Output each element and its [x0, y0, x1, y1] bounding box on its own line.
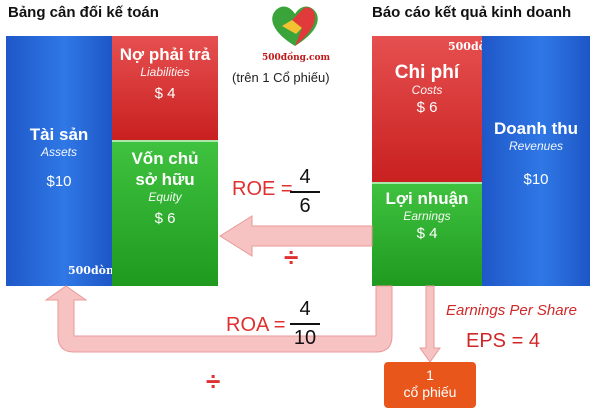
costs-value: $ 6 [416, 99, 438, 116]
costs-block: 500dòng.com Chi phí Costs $ 6 [372, 36, 531, 182]
income-statement-heading: Báo cáo kết quả kinh doanh [372, 4, 572, 21]
roe-denominator: 6 [299, 195, 311, 217]
liabilities-subtitle: Liabilities [140, 65, 190, 79]
roa-fraction-bar [290, 323, 320, 325]
roa-fraction: 4 10 [290, 298, 320, 350]
revenues-title: Doanh thu [493, 119, 579, 138]
logo: 500đồng.com [262, 2, 331, 63]
revenues-subtitle: Revenues [508, 139, 564, 153]
one-share-box: 1 cổ phiếu [384, 362, 476, 408]
earnings-block: Lợi nhuận Earnings $ 4 [372, 182, 482, 286]
roa-label: ROA = [226, 314, 286, 336]
roe-fraction-bar [290, 191, 320, 193]
earnings-value: $ 4 [416, 225, 438, 242]
roe-numerator: 4 [299, 166, 311, 188]
equity-block: Vốn chủ sở hữu Equity $ 6 [112, 140, 218, 286]
eps-value: EPS = 4 [466, 330, 540, 352]
costs-title: Chi phí [394, 62, 460, 83]
roe-fraction: 4 6 [290, 166, 320, 218]
earnings-to-share-arrow [419, 285, 441, 363]
assets-subtitle: Assets [40, 145, 77, 159]
one-share-number: 1 [426, 367, 434, 383]
handshake-heart-icon [272, 6, 318, 47]
liabilities-value: $ 4 [154, 85, 176, 102]
roe-divide-icon: ÷ [284, 242, 299, 272]
liabilities-title: Nợ phải trả [119, 45, 211, 64]
one-share-label: cổ phiếu [403, 384, 457, 400]
liabilities-block: Nợ phải trả Liabilities $ 4 [112, 36, 218, 140]
roe-label: ROE = [232, 178, 293, 200]
roa-divide-icon: ÷ [206, 366, 221, 396]
earnings-title: Lợi nhuận [385, 189, 469, 208]
roa-denominator: 10 [293, 327, 317, 349]
roa-numerator: 4 [299, 298, 311, 320]
assets-block: Tài sản Assets $10 500dòng.com [6, 36, 151, 286]
earnings-subtitle: Earnings [403, 209, 451, 223]
equity-subtitle: Equity [148, 190, 182, 204]
equity-title-line1: Vốn chủ [131, 149, 199, 168]
equity-value: $ 6 [154, 210, 176, 227]
equity-title-line2: sở hữu [135, 170, 195, 189]
revenues-value: $10 [523, 171, 549, 188]
balance-sheet-heading: Bảng cân đối kế toán [8, 4, 159, 21]
earnings-to-assets-arrow [44, 285, 393, 353]
costs-subtitle: Costs [411, 83, 443, 97]
eps-heading: Earnings Per Share [446, 302, 577, 319]
logo-text: 500đồng.com [262, 53, 331, 63]
assets-title: Tài sản [29, 125, 89, 144]
assets-value: $10 [46, 173, 72, 190]
revenues-block: Doanh thu Revenues $10 [482, 36, 590, 286]
per-share-caption: (trên 1 Cổ phiếu) [232, 70, 330, 85]
earnings-to-equity-arrow [219, 215, 373, 257]
